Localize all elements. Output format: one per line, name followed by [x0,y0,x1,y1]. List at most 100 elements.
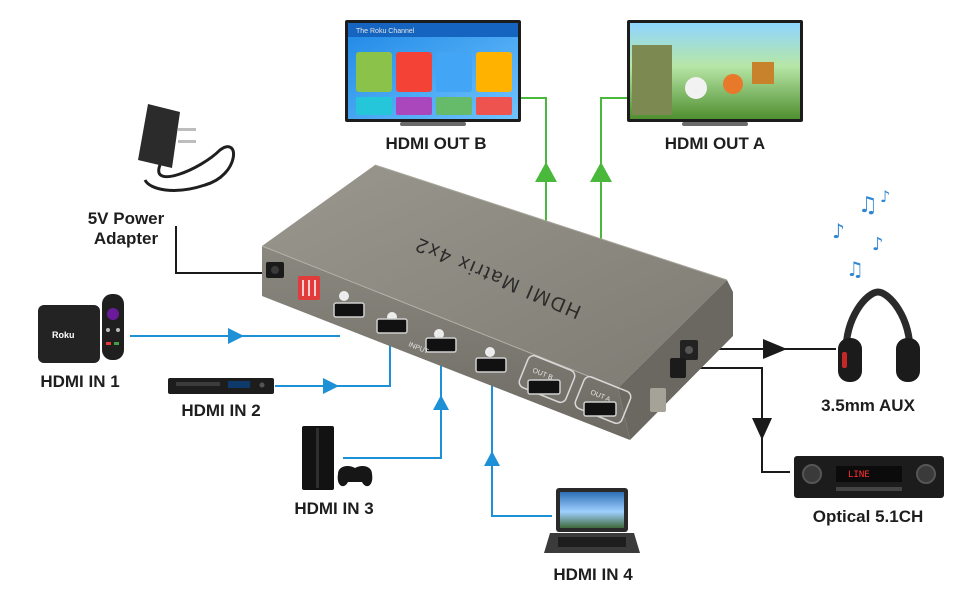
music-note-icon: ♪ [832,219,845,243]
adapter-cable [143,145,235,192]
dvd-display [228,381,250,388]
tv-out-a [627,20,803,126]
device-ridge [374,164,728,281]
laptop-screen [560,492,624,528]
game-console [302,426,373,490]
laptop [544,488,640,553]
input-2-arrow [323,378,339,394]
game-crate [752,62,774,84]
input-port-2[interactable]: 2 [376,312,408,334]
port-number-badge [485,347,495,357]
game-character [723,74,743,94]
roku-remote [102,294,124,360]
tile [476,52,512,92]
music-note-icon: ♫ [846,257,864,281]
hdmi-matrix-device: HDMI Matrix 4x2 1 2 3 4 INPU [261,164,733,440]
port-number-badge [434,329,444,339]
power-adapter [138,104,235,192]
power-adapter-label-2: Adapter [94,229,159,248]
optical-label: Optical 5.1CH [813,507,924,526]
input-4-line [491,368,552,517]
tile [356,97,392,115]
tile [356,52,392,92]
hdmi-port [475,357,507,373]
power-adapter-label-1: 5V Power [88,209,165,228]
tile [436,97,472,115]
music-note-icon: ♪ [880,187,890,206]
side-label-plate [650,388,666,412]
laptop-keyboard [558,537,626,547]
remote-button [116,328,120,332]
hdmi-port [376,318,408,334]
input-4-arrow [484,451,500,466]
out-b-frame [518,354,576,404]
input-port-3[interactable]: 3 [425,329,457,353]
port-number-badge [339,291,349,301]
roku-logo: Roku [52,330,75,340]
tv-stand [400,122,466,126]
receiver-knob [916,464,936,484]
tv-out-b: The Roku Channel [345,20,521,126]
input-3-line [343,345,442,459]
out-b-arrow [535,162,557,182]
tile [436,52,472,92]
headband [842,288,914,359]
remote-button [106,328,110,332]
hdmi-in-3-label: HDMI IN 3 [294,499,373,518]
game-rock [632,45,672,115]
hdmi-out-a-label: HDMI OUT A [665,134,765,153]
console-stripe [316,428,319,488]
input-2-line [275,330,391,387]
controller [337,466,373,487]
adapter-body [138,104,180,168]
game-robot [685,77,707,99]
input-port-1[interactable]: 1 [333,291,365,318]
dvd-player [168,378,274,394]
device-top-edge [261,245,619,389]
optical-jack[interactable] [670,358,686,378]
dvd-button [259,382,265,388]
ear-cup-left [838,338,862,382]
aux-label: 3.5mm AUX [821,396,916,415]
hdmi-in-1-label: HDMI IN 1 [40,372,119,391]
music-notes: ♪ ♫ ♪ ♫ ♪ [832,187,890,281]
out-a-arrow [590,162,612,182]
ear-cup-trim [842,352,847,368]
roku-channel-title: The Roku Channel [356,28,415,35]
roku-channel-header [348,23,518,37]
music-note-icon: ♫ [858,193,878,218]
av-receiver: LINE [794,456,944,498]
device-top-face [262,165,727,388]
headphones [838,288,920,382]
dvd-tray [176,382,220,386]
receiver-buttons [836,487,902,491]
optical-arrow [752,418,772,440]
tv-stand [682,122,748,126]
roku-box [38,305,100,363]
adapter-prong [178,140,196,143]
port-number: 3 [437,332,441,339]
power-jack-pin [271,266,279,274]
audio-arrows [752,339,787,440]
aux-jack-hole [685,346,693,354]
port-number: 4 [488,350,492,357]
input-1-arrow [228,328,244,344]
tile [396,97,432,115]
tile [396,52,432,92]
port-number: 1 [342,294,346,301]
input-port-4[interactable]: 4 [475,347,507,373]
input-3-arrow [433,395,449,410]
remote-button [107,308,119,320]
remote-button [114,342,119,345]
roku-device: Roku [38,294,124,363]
output-arrows [535,162,612,182]
aux-arrow [763,339,787,359]
receiver-display [836,466,902,482]
ear-cup-right [896,338,920,382]
receiver-knob [802,464,822,484]
hdmi-in-2-label: HDMI IN 2 [181,401,260,420]
optical-line [682,367,790,473]
hdmi-port [333,302,365,318]
adapter-prong [178,128,196,131]
